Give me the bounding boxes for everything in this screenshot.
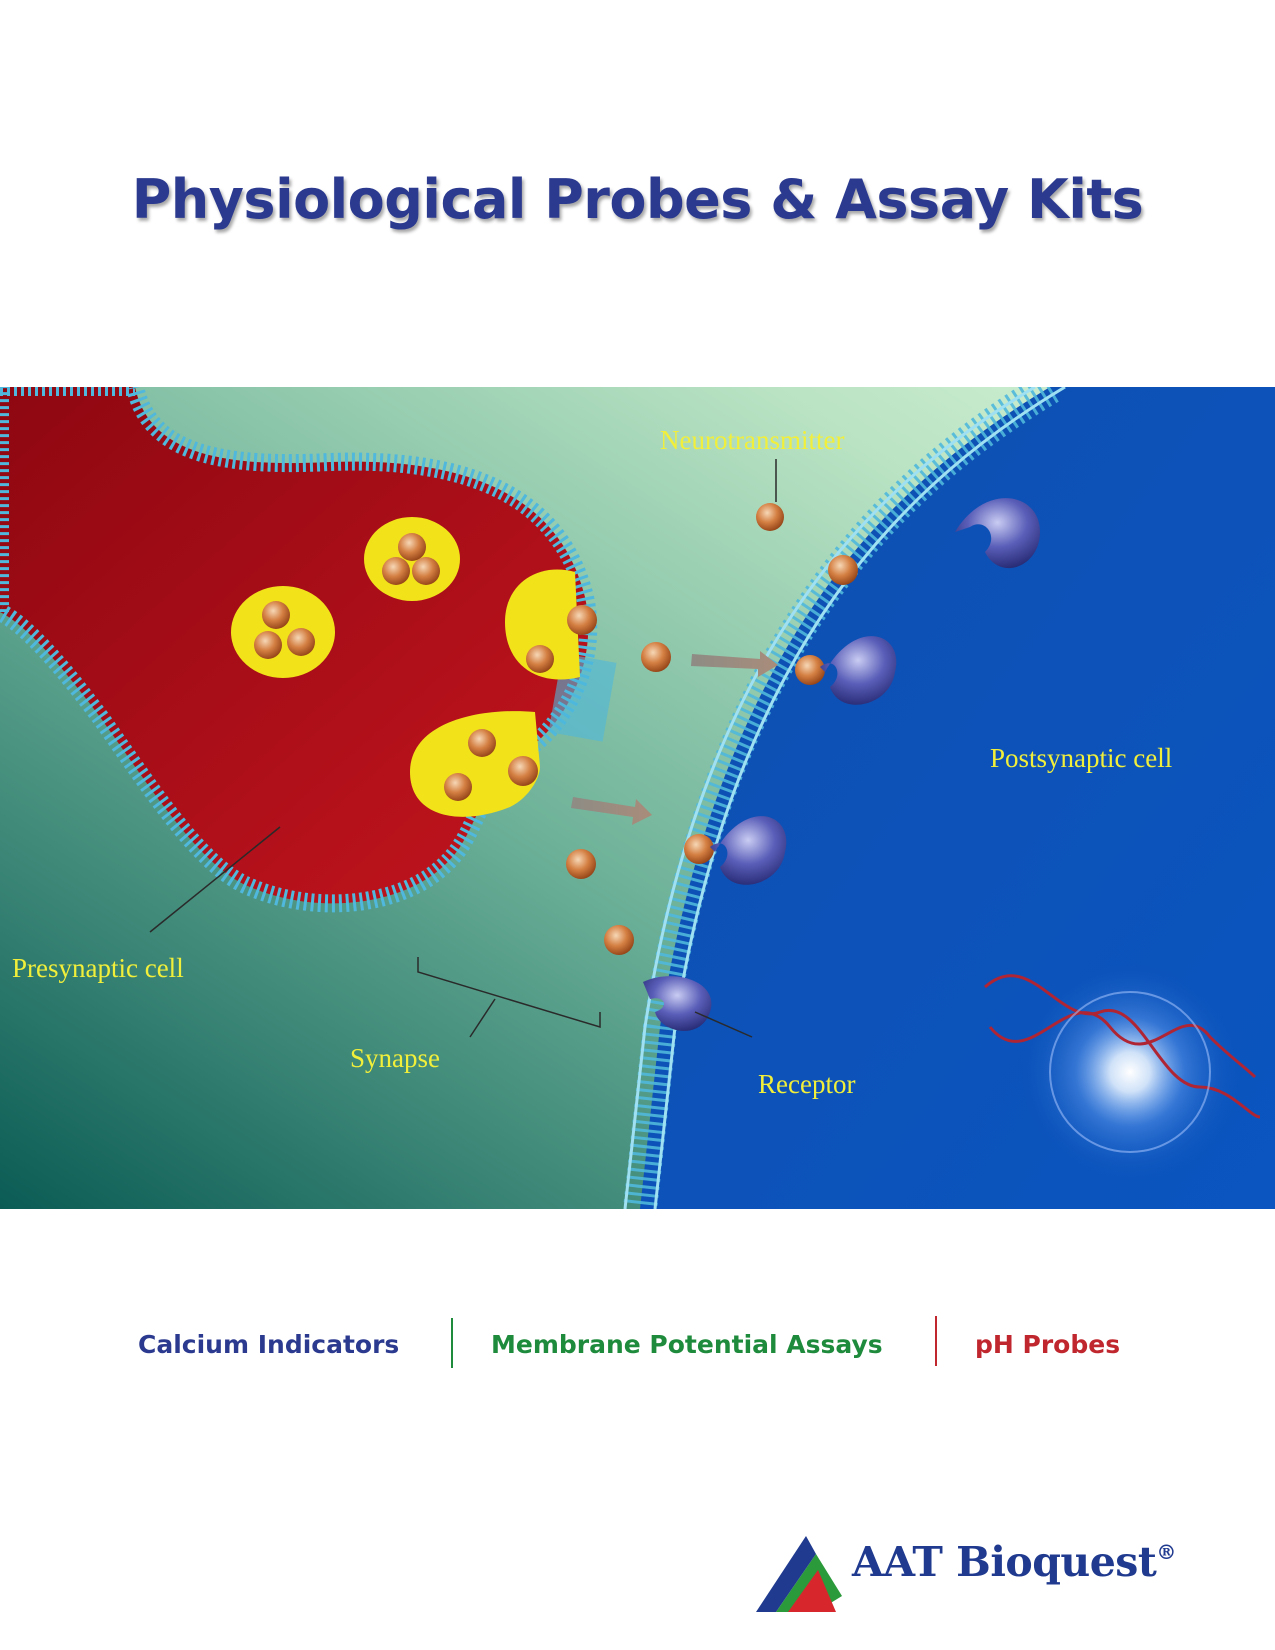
- neurotransmitter: [566, 503, 858, 955]
- category-separator: [935, 1316, 937, 1366]
- label-receptor: Receptor: [758, 1069, 855, 1099]
- synapse-illustration: Neurotransmitter Postsynaptic cell Presy…: [0, 387, 1275, 1209]
- postsynaptic-membrane: [623, 387, 1059, 1209]
- page-title: Physiological Probes & Assay Kits: [131, 168, 1144, 231]
- label-presynaptic-cell: Presynaptic cell: [12, 953, 184, 983]
- vesicle: [505, 569, 597, 680]
- registered-mark: ®: [1156, 1540, 1176, 1564]
- category-ph-probes[interactable]: pH Probes: [975, 1330, 1121, 1359]
- nucleus-glow: [1020, 962, 1240, 1182]
- release-arrow: [691, 651, 778, 677]
- category-membrane-potential-assays[interactable]: Membrane Potential Assays: [491, 1330, 883, 1359]
- brand-logo: [756, 1536, 842, 1612]
- synapse-diagram: Neurotransmitter Postsynaptic cell Presy…: [0, 387, 1275, 1209]
- label-synapse: Synapse: [350, 1043, 440, 1073]
- receptor-icon: [820, 636, 897, 705]
- brand-name: AAT Bioquest®: [852, 1538, 1176, 1586]
- category-calcium-indicators[interactable]: Calcium Indicators: [138, 1330, 400, 1359]
- receptor-icon: [955, 498, 1040, 569]
- vesicle: [364, 517, 460, 601]
- category-nav: Calcium Indicators Membrane Potential As…: [0, 1316, 1275, 1378]
- dna-strand: [984, 974, 1261, 1119]
- triangle-logo-icon: [756, 1536, 842, 1612]
- vesicle: [410, 711, 540, 817]
- vesicle: [231, 586, 335, 678]
- synapse-bracket: [417, 957, 601, 1029]
- label-postsynaptic-cell: Postsynaptic cell: [990, 743, 1172, 773]
- category-separator: [451, 1318, 453, 1368]
- receptor-icon: [643, 976, 712, 1031]
- receptor-icon: [710, 816, 787, 885]
- label-neurotransmitter: Neurotransmitter: [660, 425, 844, 455]
- release-arrow: [571, 797, 652, 825]
